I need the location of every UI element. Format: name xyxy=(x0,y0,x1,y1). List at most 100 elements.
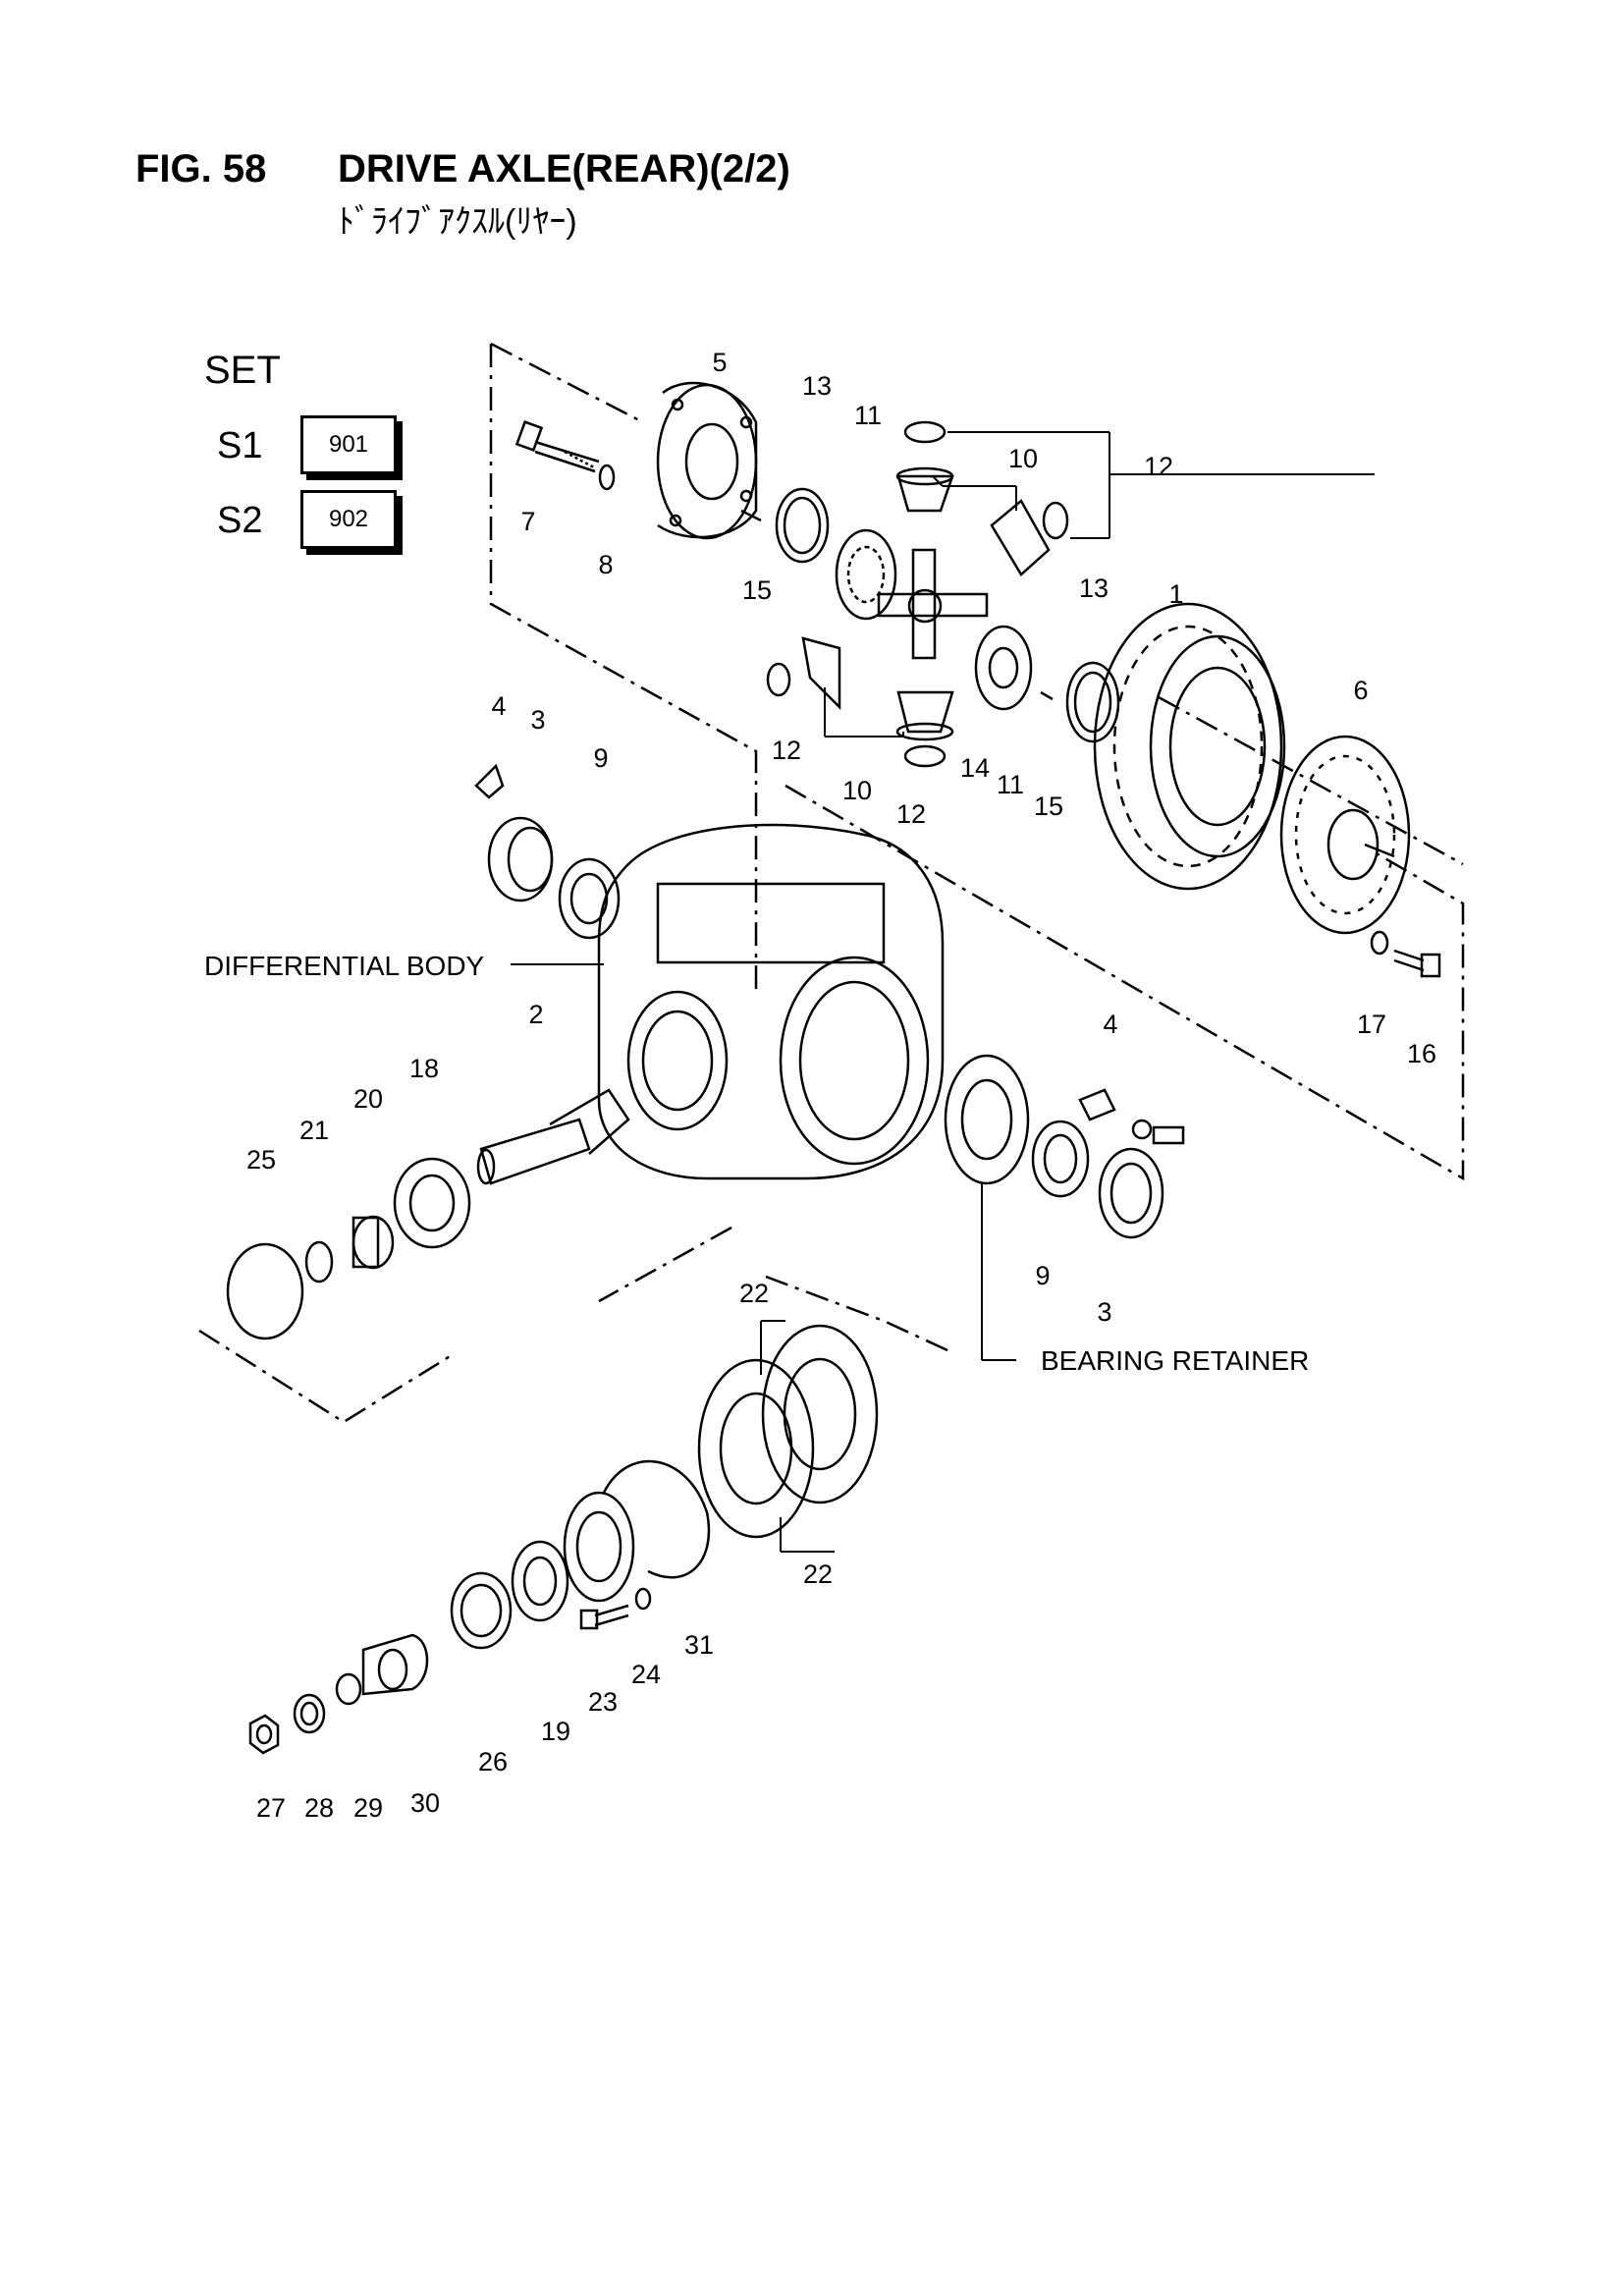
set-code: S2 xyxy=(217,500,263,541)
label-part-12: 12 xyxy=(772,736,801,765)
part-washer-24[interactable] xyxy=(634,1587,652,1611)
set-code: S1 xyxy=(217,425,263,466)
label-part-19: 19 xyxy=(541,1717,570,1746)
label-part-21: 21 xyxy=(299,1116,329,1145)
part-pinion-gear-10[interactable] xyxy=(801,466,1051,741)
set-part-box[interactable]: 902 xyxy=(300,490,397,549)
label-part-23: 23 xyxy=(588,1687,618,1717)
label-part-5: 5 xyxy=(712,348,727,377)
label-part-14: 14 xyxy=(960,753,990,783)
label-part-18: 18 xyxy=(409,1054,439,1083)
set-part-number: 901 xyxy=(328,431,369,458)
part-side-gear-11-upper[interactable] xyxy=(835,528,897,621)
assembly-boundary-lines xyxy=(198,342,1465,1424)
label-part-10: 10 xyxy=(1008,444,1038,473)
set-part-box[interactable]: 901 xyxy=(300,415,397,474)
set-part-number: 902 xyxy=(328,506,369,532)
part-thrust-washer-13-lower[interactable] xyxy=(1065,661,1120,743)
set-row-s1: S1 901 xyxy=(202,415,418,478)
label-part-13: 13 xyxy=(802,371,832,401)
label-part-11: 11 xyxy=(854,401,882,430)
part-case-flange-6[interactable] xyxy=(1279,735,1411,935)
part-shim-25[interactable] xyxy=(226,1242,304,1340)
part-differential-case[interactable] xyxy=(656,381,758,540)
figure-number: FIG. 58 xyxy=(135,147,267,191)
label-part-9: 9 xyxy=(593,743,608,773)
part-washer-8[interactable] xyxy=(598,464,616,491)
label-part-3: 3 xyxy=(1097,1297,1111,1327)
label-part-29: 29 xyxy=(353,1793,383,1823)
label-part-8: 8 xyxy=(598,550,613,579)
set-legend-title: SET xyxy=(204,349,281,392)
part-drive-pinion-2[interactable] xyxy=(476,1088,630,1185)
part-lock-plate-4-lower[interactable] xyxy=(1078,1088,1116,1121)
label-part-3: 3 xyxy=(530,705,545,735)
label-part-15: 15 xyxy=(742,575,772,605)
callout-bearing-retainer: BEARING RETAINER xyxy=(1041,1345,1309,1376)
part-bolt-16[interactable] xyxy=(1393,949,1441,978)
figure-title: DRIVE AXLE(REAR)(2/2) xyxy=(338,147,790,191)
set-legend: SET S1 901 S2 902 xyxy=(202,349,428,574)
part-shim-22[interactable] xyxy=(697,1324,879,1539)
label-part-20: 20 xyxy=(353,1084,383,1114)
set-row-s2: S2 902 xyxy=(202,490,418,553)
part-adjusting-nut-3-upper[interactable] xyxy=(487,816,554,902)
part-oil-seal-26[interactable] xyxy=(450,1571,513,1650)
label-part-31: 31 xyxy=(684,1630,714,1660)
label-part-25: 25 xyxy=(246,1145,276,1175)
leader-lines xyxy=(511,431,1375,1553)
part-lock-plate-4-upper[interactable] xyxy=(474,763,505,799)
part-number-labels: 5 13 11 10 12 7 8 15 13 1 6 4 3 9 12 14 … xyxy=(246,348,1436,1823)
part-bearing-retainer[interactable] xyxy=(944,1054,1030,1185)
part-pin-15-upper[interactable] xyxy=(740,509,762,522)
part-bolt-23[interactable] xyxy=(579,1604,629,1630)
label-part-17: 17 xyxy=(1357,1010,1386,1039)
part-nut-27[interactable] xyxy=(248,1714,280,1755)
part-bearing-9-upper[interactable] xyxy=(558,857,621,940)
label-part-24: 24 xyxy=(631,1660,661,1689)
part-washer-17[interactable] xyxy=(1370,930,1389,956)
part-pinion-cage-31[interactable] xyxy=(563,1459,711,1603)
label-part-13: 13 xyxy=(1079,574,1109,603)
part-bolt-7[interactable] xyxy=(514,420,600,473)
label-part-26: 26 xyxy=(478,1747,508,1777)
label-part-2: 2 xyxy=(528,1000,543,1029)
part-spacer-20[interactable] xyxy=(352,1215,395,1270)
label-part-12: 12 xyxy=(1144,452,1173,481)
part-pin-15-lower[interactable] xyxy=(1040,690,1054,701)
part-side-gear-11-lower[interactable] xyxy=(974,625,1033,711)
part-thrust-washer-12[interactable] xyxy=(766,420,1069,768)
figure-subtitle: ﾄﾞﾗｲﾌﾞｱｸｽﾙ(ﾘﾔｰ) xyxy=(338,203,577,241)
part-ring-gear-1[interactable] xyxy=(1093,602,1286,891)
label-part-1: 1 xyxy=(1168,579,1183,609)
label-part-11: 11 xyxy=(997,770,1024,799)
label-part-4: 4 xyxy=(491,691,506,721)
label-part-6: 6 xyxy=(1353,676,1368,705)
part-coupling-flange-30[interactable] xyxy=(361,1633,429,1696)
label-part-7: 7 xyxy=(520,507,535,536)
label-part-22: 22 xyxy=(803,1559,833,1589)
label-part-10: 10 xyxy=(842,776,872,805)
part-washer-21[interactable] xyxy=(304,1240,334,1284)
part-differential-body[interactable] xyxy=(597,823,945,1180)
part-thrust-washer-13-upper[interactable] xyxy=(775,487,830,564)
part-lock-washer-bolt-4[interactable] xyxy=(1131,1119,1185,1145)
label-part-9: 9 xyxy=(1035,1261,1050,1290)
label-part-28: 28 xyxy=(304,1793,334,1823)
part-bearing-19[interactable] xyxy=(511,1540,569,1622)
label-part-12: 12 xyxy=(896,799,926,829)
part-bearing-18[interactable] xyxy=(393,1157,471,1249)
label-part-22: 22 xyxy=(739,1279,769,1308)
label-part-27: 27 xyxy=(256,1793,286,1823)
label-part-16: 16 xyxy=(1407,1039,1436,1068)
part-o-ring-29[interactable] xyxy=(335,1672,362,1706)
label-part-4: 4 xyxy=(1103,1010,1117,1039)
label-part-15: 15 xyxy=(1034,792,1063,821)
label-part-30: 30 xyxy=(410,1788,440,1818)
callout-differential-body: DIFFERENTIAL BODY xyxy=(204,951,485,981)
part-spider-14[interactable] xyxy=(877,548,989,660)
part-adjusting-nut-3-lower[interactable] xyxy=(1098,1147,1164,1239)
part-washer-28[interactable] xyxy=(293,1693,326,1734)
part-bearing-9-lower[interactable] xyxy=(1031,1120,1090,1198)
